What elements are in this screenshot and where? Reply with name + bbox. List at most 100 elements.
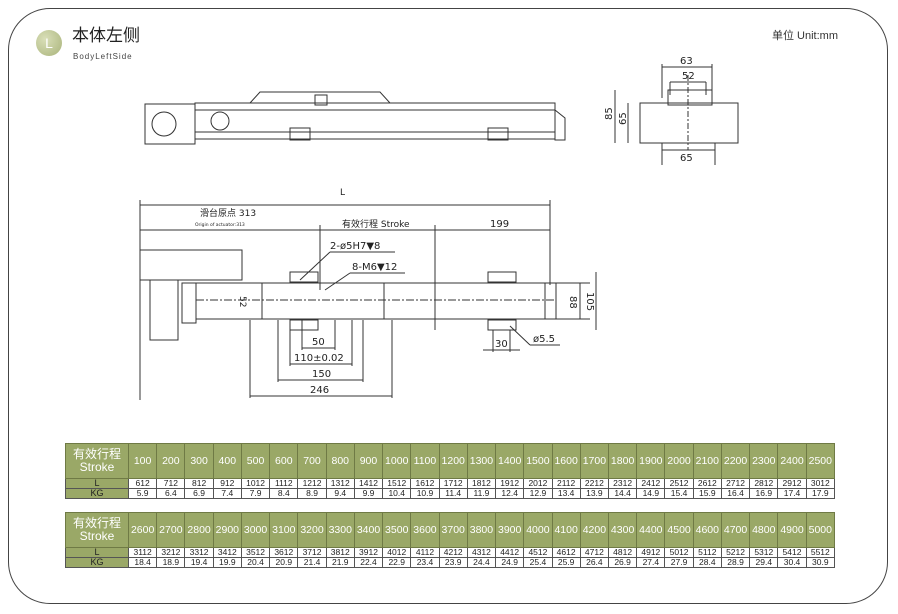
page-frame <box>8 8 888 604</box>
length-cell: 3312 <box>184 547 214 558</box>
origin-label: 滑台原点 313 <box>200 207 256 219</box>
stroke-cell: 2900 <box>212 512 242 548</box>
weight-cell: 7.4 <box>212 488 242 499</box>
length-cell: 2912 <box>777 478 807 489</box>
stroke-cell: 1500 <box>523 443 553 479</box>
dim-52-main: 52 <box>237 296 247 307</box>
dim-88: 88 <box>567 296 578 309</box>
section-title: 本体左侧 <box>72 26 140 46</box>
stroke-cell: 800 <box>325 443 355 479</box>
stroke-cell: 2000 <box>664 443 694 479</box>
weight-cell: 6.4 <box>156 488 186 499</box>
stroke-cell: 1900 <box>636 443 666 479</box>
weight-cell: 23.4 <box>410 557 440 568</box>
pin-hole-callout: 2-ø5H7▼8 <box>330 241 380 252</box>
length-cell: 612 <box>127 478 158 489</box>
weight-cell: 18.4 <box>127 557 158 568</box>
length-cell: 3712 <box>297 547 327 558</box>
stroke-cell: 300 <box>184 443 214 479</box>
stroke-cell: 1700 <box>579 443 609 479</box>
weight-cell: 13.9 <box>579 488 609 499</box>
top-view-drawing <box>144 91 566 145</box>
stroke-cell: 3200 <box>297 512 327 548</box>
stroke-cell: 3900 <box>495 512 525 548</box>
weight-cell: 12.4 <box>495 488 525 499</box>
stroke-cell: 4600 <box>692 512 722 548</box>
weight-cell: 10.9 <box>410 488 440 499</box>
length-cell: 4612 <box>551 547 581 558</box>
stroke-cell: 2300 <box>749 443 779 479</box>
weight-cell: 6.9 <box>184 488 214 499</box>
stroke-cell: 4200 <box>579 512 609 548</box>
weight-cell: 10.4 <box>382 488 412 499</box>
stroke-cell: 5000 <box>805 512 836 548</box>
weight-cell: 20.4 <box>240 557 271 568</box>
stroke-cell: 1000 <box>382 443 412 479</box>
unit-label: 单位 Unit:mm <box>772 30 838 42</box>
stroke-cell: 4000 <box>523 512 553 548</box>
weight-cell: 8.9 <box>297 488 327 499</box>
weight-cell: 8.4 <box>269 488 299 499</box>
length-cell: 4212 <box>438 547 468 558</box>
dim-63: 63 <box>680 56 693 67</box>
stroke-cell: 4400 <box>636 512 666 548</box>
length-cell: 1712 <box>438 478 468 489</box>
length-cell: 2712 <box>720 478 751 489</box>
length-cell: 712 <box>156 478 186 489</box>
weight-cell: 12.9 <box>523 488 553 499</box>
length-cell: 3512 <box>240 547 271 558</box>
weight-cell: 24.9 <box>495 557 525 568</box>
length-cell: 3012 <box>805 478 836 489</box>
stroke-cell: 2800 <box>184 512 214 548</box>
weight-cell: 17.4 <box>777 488 807 499</box>
dim-hole-diameter: ø5.5 <box>533 334 555 345</box>
section-subtitle: BodyLeftSide <box>73 52 133 61</box>
weight-cell: 29.4 <box>749 557 779 568</box>
length-cell: 2012 <box>523 478 553 489</box>
dim-L: L <box>340 188 345 198</box>
weight-cell: 22.9 <box>382 557 412 568</box>
weight-row-label: KG <box>65 488 129 499</box>
length-cell: 5312 <box>749 547 779 558</box>
stroke-label-cn: 有效行程 <box>72 516 121 530</box>
weight-cell: 5.9 <box>127 488 158 499</box>
weight-cell: 9.4 <box>325 488 355 499</box>
stroke-cell: 3300 <box>325 512 355 548</box>
weight-cell: 22.4 <box>353 557 384 568</box>
length-cell: 912 <box>212 478 242 489</box>
weight-cell: 19.4 <box>184 557 214 568</box>
weight-cell: 14.4 <box>607 488 638 499</box>
weight-cell: 9.9 <box>353 488 384 499</box>
length-cell: 2512 <box>664 478 694 489</box>
length-cell: 1512 <box>382 478 412 489</box>
dim-65-vertical: 65 <box>618 112 629 125</box>
screw-hole-callout: 8-M6▼12 <box>352 262 397 273</box>
stroke-cell: 4500 <box>664 512 694 548</box>
length-row-label: L <box>65 547 129 558</box>
length-cell: 4512 <box>523 547 553 558</box>
length-cell: 3412 <box>212 547 242 558</box>
weight-cell: 20.9 <box>269 557 299 568</box>
length-cell: 1012 <box>240 478 271 489</box>
weight-cell: 30.9 <box>805 557 836 568</box>
length-cell: 1812 <box>466 478 497 489</box>
weight-cell: 14.9 <box>636 488 666 499</box>
dim-85: 85 <box>604 107 615 120</box>
dim-246: 246 <box>310 385 329 396</box>
length-cell: 2612 <box>692 478 722 489</box>
length-cell: 2812 <box>749 478 779 489</box>
dim-50: 50 <box>312 337 325 348</box>
stroke-cell: 4300 <box>607 512 638 548</box>
stroke-cell: 3700 <box>438 512 468 548</box>
stroke-cell: 4100 <box>551 512 581 548</box>
weight-cell: 13.4 <box>551 488 581 499</box>
weight-cell: 26.4 <box>579 557 609 568</box>
